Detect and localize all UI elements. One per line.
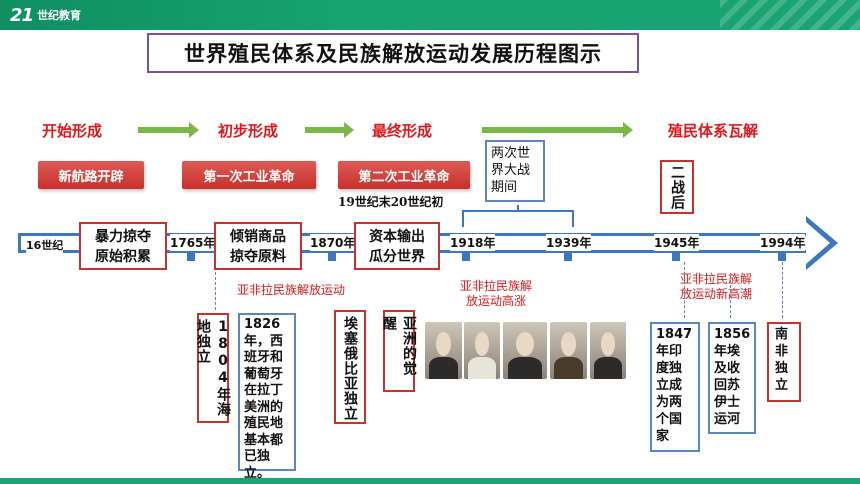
dash-4: [782, 262, 783, 318]
portrait-photo-4: [550, 322, 587, 379]
post-war-box: 二战后: [660, 160, 694, 214]
tick-1765: [187, 247, 195, 261]
card-1804-haiti: 1804年海地独立: [195, 313, 231, 423]
bottom-banner: [0, 478, 860, 484]
wars-brace: [462, 205, 574, 227]
tick-1945: [672, 247, 680, 261]
event-second-industrial: 第二次工业革命: [338, 161, 470, 189]
event-first-industrial: 第一次工业革命: [182, 161, 316, 189]
year-1765: 1765年: [170, 234, 216, 251]
dash-1: [215, 272, 216, 310]
green-arrow-2: [305, 122, 354, 138]
card-1856-egypt: 1856 年埃 及收 回苏 伊士 运河: [708, 322, 756, 434]
stage-final: 最终形成: [372, 122, 433, 140]
stage-initial: 初步形成: [218, 122, 279, 140]
page-title: 世界殖民体系及民族解放运动发展历程图示: [147, 33, 639, 73]
wars-period-box: 两次世 界大战 期间: [485, 140, 545, 202]
note-liberation: 亚非拉民族解放运动: [237, 283, 346, 297]
century-note: 19世纪末20世纪初: [338, 195, 444, 209]
tick-1939: [564, 247, 572, 261]
box-dump-goods: 倾销商品 掠夺原料: [214, 222, 302, 270]
dash-2: [684, 262, 685, 318]
note-liberation-rise: 亚非拉民族解 放运动高涨: [460, 279, 533, 308]
logo-mark: 21: [10, 4, 34, 26]
card-1804-text: 1804年海地独立: [195, 319, 231, 417]
tick-1918: [462, 247, 470, 261]
card-1826-latin-america: 1826 年，西 班牙和 葡萄牙 在拉丁 美洲的 殖民地 基本都 已独立。: [238, 313, 296, 481]
card-1847-india: 1847 年印 度独 立成 为两 个国 家: [650, 322, 700, 452]
portrait-photo-3: [503, 322, 547, 379]
box-capital-export: 资本输出 瓜分世界: [354, 222, 440, 270]
card-asia-text: 亚洲的觉醒: [381, 316, 417, 376]
tick-1994: [778, 247, 786, 261]
post-war-label: 二战后: [669, 164, 685, 210]
note-liberation-new-high: 亚非拉民族解 放运动新高潮: [680, 272, 753, 301]
portrait-photo-2: [464, 322, 500, 379]
card-asia-awakening: 亚洲的觉醒: [381, 310, 417, 392]
portrait-photo-5: [590, 322, 626, 379]
logo: 21 世纪教育: [10, 4, 81, 26]
box-violent-plunder: 暴力掠夺 原始积累: [79, 222, 167, 270]
year-1870: 1870年: [310, 234, 356, 251]
timeline-arrowhead-fill: [806, 222, 830, 264]
green-arrow-3: [482, 122, 633, 138]
portrait-photo-1: [425, 322, 462, 379]
stage-start: 开始形成: [42, 122, 103, 140]
year-1939: 1939年: [546, 234, 592, 251]
card-south-africa: 南 非 独 立: [767, 322, 801, 402]
card-ethiopia: 埃塞俄比亚独立: [334, 310, 366, 424]
top-banner: [0, 0, 860, 30]
year-16th-century: 16世纪: [26, 237, 64, 253]
green-arrow-1: [138, 122, 199, 138]
year-1994: 1994年: [760, 234, 806, 251]
year-1918: 1918年: [450, 234, 496, 251]
stage-collapse: 殖民体系瓦解: [668, 122, 759, 140]
tick-1870: [328, 247, 336, 261]
card-ethiopia-text: 埃塞俄比亚独立: [342, 316, 358, 421]
logo-text: 世纪教育: [37, 9, 82, 22]
event-new-route: 新航路开辟: [38, 161, 144, 189]
banner-stripes: [720, 0, 860, 30]
year-1945: 1945年: [654, 234, 700, 251]
dash-3: [730, 275, 731, 318]
